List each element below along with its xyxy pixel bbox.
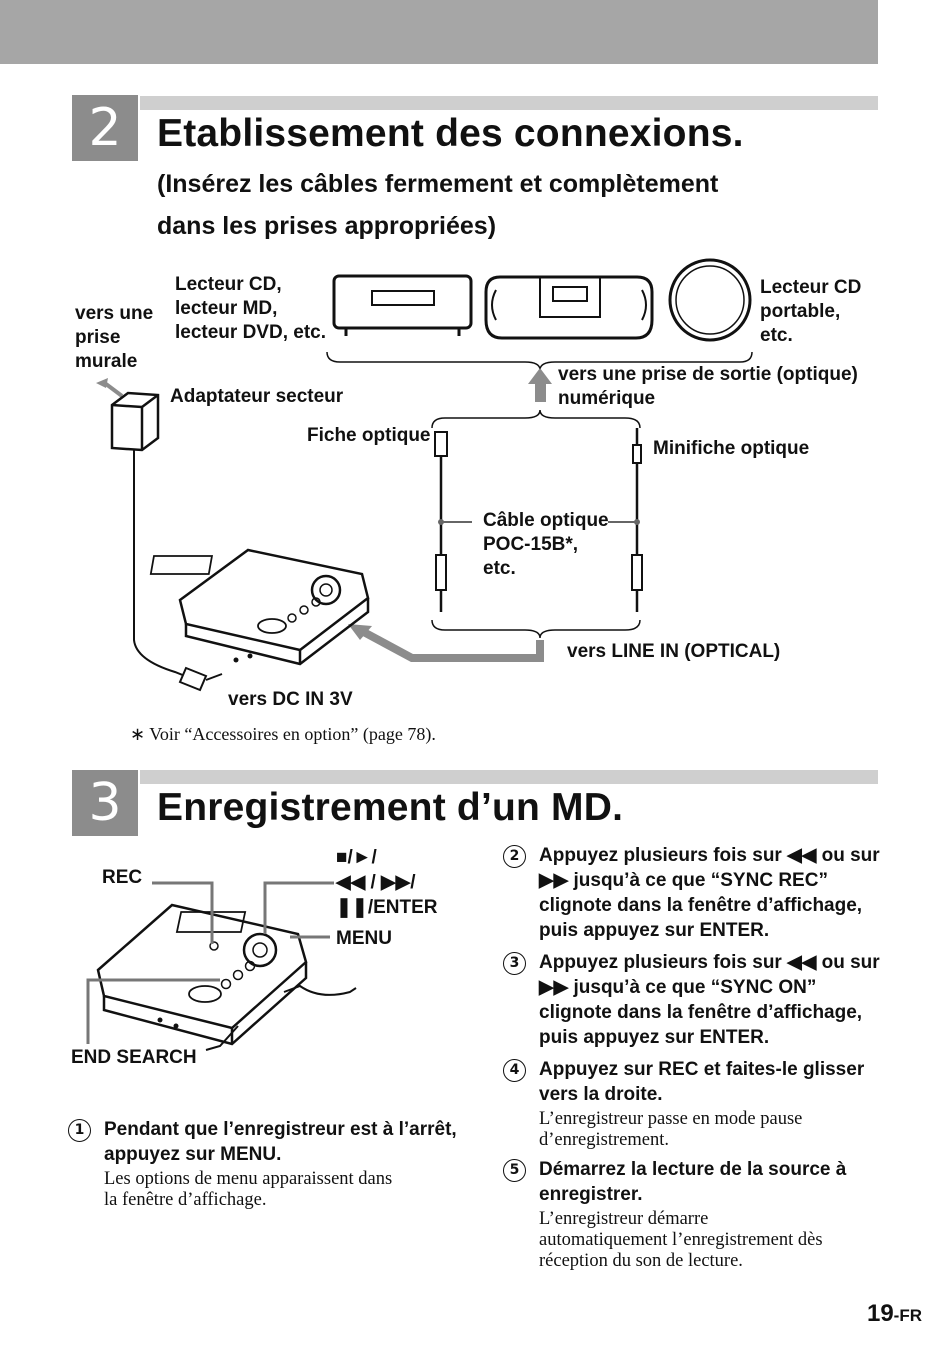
step-heading: Pendant que l’enregistreur est à l’arrêt…: [104, 1119, 457, 1165]
step-heading: Appuyez plusieurs fois sur ◀◀ ou sur ▶▶ …: [539, 845, 880, 941]
step-body: L’enregistreur passe en mode pause d’enr…: [539, 1109, 803, 1150]
step-number: 3: [503, 952, 526, 975]
boombox-icon: [484, 275, 654, 340]
section-2-subtitle-line2: dans les prises appropriées): [157, 212, 497, 240]
digital-out-label: vers une prise de sortie (optique) numér…: [558, 364, 858, 409]
wall-outlet-label: vers une prise murale: [75, 303, 154, 372]
step-heading: Démarrez la lecture de la source à enreg…: [539, 1159, 847, 1205]
step-body: L’enregistreur démarre automatiquement l…: [539, 1209, 823, 1271]
page-number-value: 19: [866, 1300, 894, 1327]
section-3-title: Enregistrement d’un MD.: [157, 786, 624, 829]
md-recorder-controls-icon: [96, 903, 357, 1051]
page-number: 19-FR: [867, 1300, 922, 1328]
line-in-label: vers LINE IN (OPTICAL): [567, 641, 781, 662]
rec-label: REC: [102, 867, 143, 888]
step-3: 3 Appuyez plusieurs fois sur ◀◀ ou sur ▶…: [503, 952, 903, 1052]
up-arrow-icon: [528, 368, 552, 402]
step-number: 5: [503, 1159, 526, 1182]
step-4: 4 Appuyez sur REC et faites-le glisser v…: [503, 1059, 903, 1159]
section-3-bar: [140, 770, 878, 784]
optical-mini-plug-label: Minifiche optique: [653, 438, 810, 459]
optical-cable-label: Câble optique POC-15B*, etc.: [483, 510, 609, 579]
step-2: 2 Appuyez plusieurs fois sur ◀◀ ou sur ▶…: [503, 845, 903, 945]
cd-player-label: Lecteur CD, lecteur MD, lecteur DVD, etc…: [175, 274, 326, 343]
section-3-number: 3: [72, 770, 138, 836]
page-number-suffix: -FR: [893, 1306, 922, 1325]
dc-in-label: vers DC IN 3V: [228, 689, 353, 710]
portable-cd-icon: [668, 258, 752, 342]
transport-label: ■/►/ ◀◀ / ▶▶/ ❚❚/ENTER: [336, 847, 438, 918]
deck-player-icon: [332, 274, 473, 336]
connection-diagram: [96, 258, 753, 692]
step-5: 5 Démarrez la lecture de la source à enr…: [503, 1159, 903, 1279]
md-recorder-icon: [149, 548, 370, 666]
step-heading: Appuyez sur REC et faites-le glisser ver…: [539, 1059, 865, 1105]
section-2-title: Etablissement des connexions.: [157, 112, 744, 155]
ac-adaptor-icon: [96, 378, 223, 692]
step-number: 1: [68, 1119, 91, 1142]
step-body: Les options de menu apparaissent dans la…: [104, 1169, 393, 1210]
section-2-subtitle-line1: (Insérez les câbles fermement et complèt…: [157, 170, 719, 198]
section-2-number: 2: [72, 95, 138, 161]
step-1: 1 Pendant que l’enregistreur est à l’arr…: [68, 1119, 468, 1219]
ac-adaptor-label: Adaptateur secteur: [170, 386, 344, 407]
top-banner: [0, 0, 878, 64]
end-search-label: END SEARCH: [71, 1047, 197, 1068]
optical-cable-icon: [434, 428, 643, 612]
optical-plug-label: Fiche optique: [307, 425, 431, 446]
step-number: 2: [503, 845, 526, 868]
menu-label: MENU: [336, 928, 392, 949]
portable-cd-label: Lecteur CD portable, etc.: [760, 277, 862, 346]
section-2-bar: [140, 96, 878, 110]
footnote: ∗ Voir “Accessoires en option” (page 78)…: [130, 724, 436, 744]
step-heading: Appuyez plusieurs fois sur ◀◀ ou sur ▶▶ …: [539, 952, 880, 1048]
step-number: 4: [503, 1059, 526, 1082]
